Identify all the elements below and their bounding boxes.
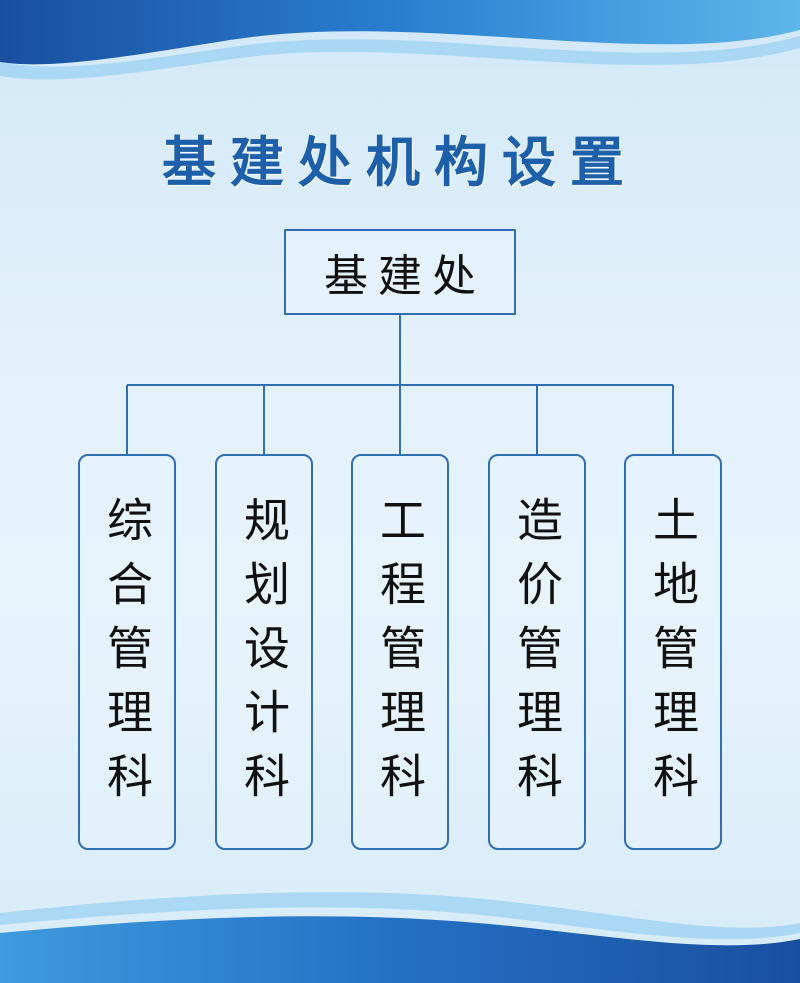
department-node: 规划设计科: [215, 454, 313, 850]
department-label: 土地管理科: [646, 496, 700, 816]
department-node: 工程管理科: [351, 454, 449, 850]
root-node-label: 基建处: [324, 251, 486, 302]
department-node: 土地管理科: [624, 454, 722, 850]
root-node: 基建处: [284, 229, 516, 315]
department-label: 综合管理科: [100, 496, 154, 816]
department-label: 规划设计科: [237, 496, 291, 816]
page-title: 基建处机构设置: [162, 131, 638, 194]
department-node: 造价管理科: [488, 454, 586, 850]
department-label: 工程管理科: [373, 496, 427, 816]
top-wave-decoration: [0, 0, 800, 80]
bottom-wave-decoration: [0, 892, 800, 983]
department-label: 造价管理科: [510, 496, 564, 816]
department-node: 综合管理科: [78, 454, 176, 850]
